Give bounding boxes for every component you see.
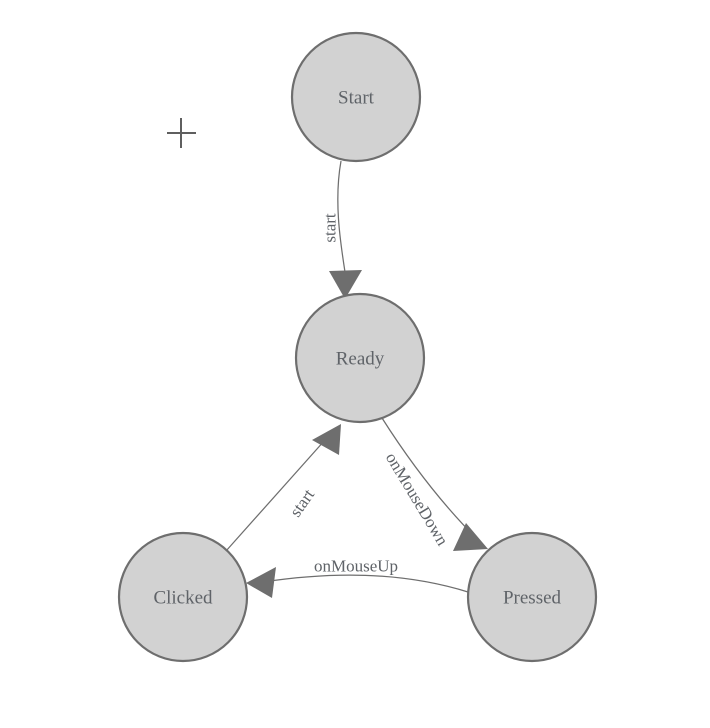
- state-node-start[interactable]: Start: [290, 31, 422, 163]
- arrowhead-clicked-right: [246, 567, 276, 598]
- state-node-clicked-label: Clicked: [153, 588, 213, 609]
- edge-label-clicked-to-ready: start: [286, 485, 319, 520]
- arrowhead-ready-top: [329, 270, 362, 299]
- state-node-pressed[interactable]: Pressed: [466, 531, 598, 663]
- edge-label-pressed-to-clicked: onMouseUp: [314, 557, 398, 576]
- state-node-ready-label: Ready: [336, 349, 385, 370]
- edge-path-clicked-to-ready: [225, 439, 326, 552]
- edge-path-pressed-to-clicked: [262, 574, 469, 593]
- state-node-pressed-circle[interactable]: [466, 531, 598, 663]
- state-node-start-label: Start: [338, 88, 375, 109]
- state-node-clicked-circle[interactable]: [117, 531, 249, 663]
- edge-label-ready-to-pressed: onMouseDown: [382, 449, 453, 549]
- edge-ready-to-pressed[interactable]: [381, 417, 488, 551]
- arrowhead-ready-bottom-left: [312, 424, 341, 455]
- edge-clicked-to-ready[interactable]: [225, 424, 341, 552]
- edge-label-start-to-ready: start: [321, 213, 340, 243]
- state-node-clicked[interactable]: Clicked: [117, 531, 249, 663]
- state-node-start-circle[interactable]: [290, 31, 422, 163]
- crosshair-cursor-icon: [167, 118, 196, 148]
- arrowhead-pressed-upper-left: [453, 523, 488, 551]
- edge-path-start-to-ready: [337, 160, 346, 273]
- state-node-pressed-label: Pressed: [503, 588, 562, 609]
- state-node-ready[interactable]: Ready: [294, 292, 426, 424]
- edge-start-to-ready[interactable]: [329, 160, 362, 299]
- edge-pressed-to-clicked[interactable]: [246, 567, 469, 598]
- state-node-ready-circle[interactable]: [294, 292, 426, 424]
